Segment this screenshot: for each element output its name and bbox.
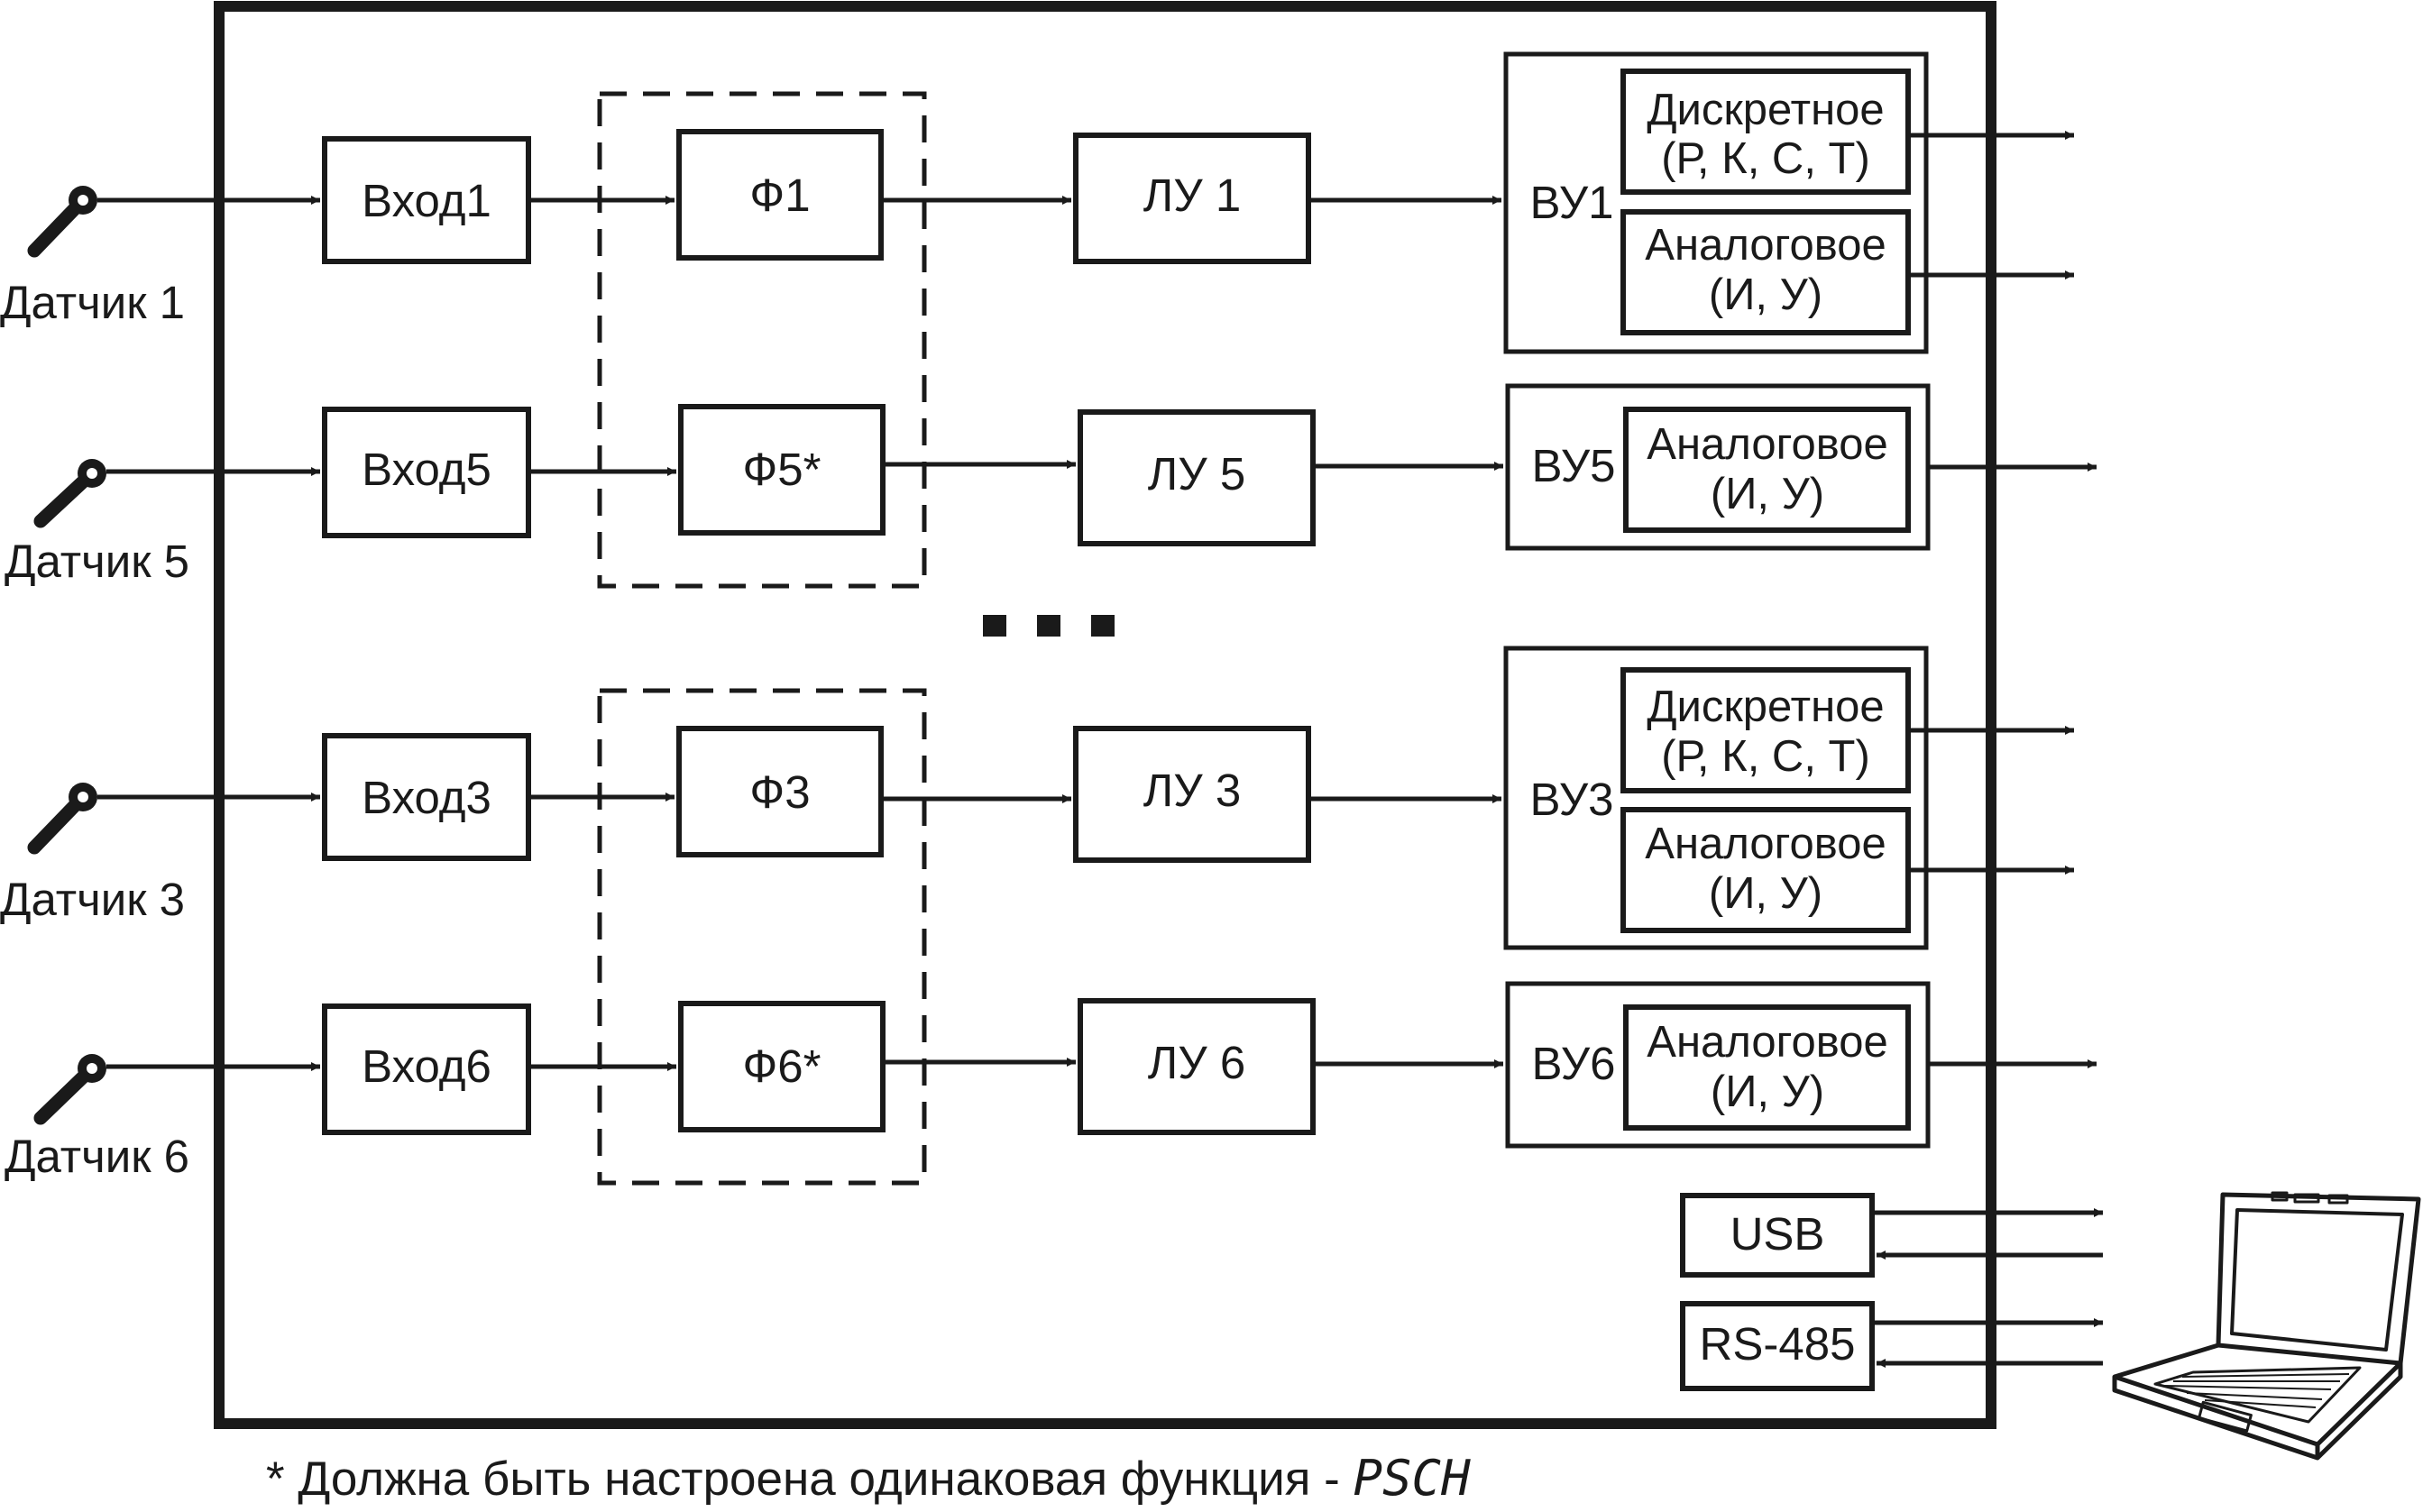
svg-text:Вход3: Вход3: [362, 772, 491, 823]
svg-text:Аналоговое: Аналоговое: [1647, 1018, 1887, 1067]
output-3-analog-box: Аналоговое (И, У): [1620, 807, 1911, 933]
svg-text:ЛУ 3: ЛУ 3: [1143, 765, 1241, 816]
channel-row-1: Датчик 1 Вход1 Ф1 ЛУ 1 ВУ1 Дискретное (Р…: [0, 51, 2074, 354]
output-unit-5-box: ВУ5 Аналоговое (И, У): [1505, 383, 1931, 551]
svg-text:(Р, К, С, Т): (Р, К, С, Т): [1661, 732, 1870, 781]
svg-text:Аналоговое: Аналоговое: [1647, 420, 1887, 469]
svg-text:Вход5: Вход5: [362, 444, 491, 495]
input-5-box: Вход5: [322, 407, 531, 538]
svg-text:Ф3: Ф3: [749, 766, 810, 818]
output-1-discrete-box: Дискретное (Р, К, С, Т): [1620, 69, 1911, 195]
output-6-analog-box: Аналоговое (И, У): [1623, 1004, 1911, 1131]
usb-interface: USB: [1680, 1193, 2103, 1278]
svg-text:Аналоговое: Аналоговое: [1645, 221, 1886, 270]
footnote: * Должна быть настроена одинаковая функц…: [266, 1450, 1471, 1507]
input-3-box: Вход3: [322, 733, 531, 861]
svg-text:USB: USB: [1730, 1208, 1825, 1260]
logic-unit-6-box: ЛУ 6: [1078, 998, 1316, 1135]
sensor-3-icon: [27, 783, 97, 855]
svg-text:ВУ5: ВУ5: [1531, 440, 1615, 491]
svg-text:Дискретное: Дискретное: [1647, 683, 1884, 731]
svg-text:Аналоговое: Аналоговое: [1645, 820, 1886, 868]
input-6-box: Вход6: [322, 1003, 531, 1135]
footnote-code: PSCH: [1354, 1450, 1472, 1507]
sensor-5-label: Датчик 5: [5, 536, 189, 587]
logic-unit-5-box: ЛУ 5: [1078, 409, 1316, 546]
svg-text:ВУ6: ВУ6: [1531, 1038, 1615, 1089]
sensor-6-label: Датчик 6: [5, 1131, 189, 1182]
svg-text:ВУ3: ВУ3: [1529, 774, 1613, 825]
svg-text:(И, У): (И, У): [1709, 869, 1822, 918]
function-group-1-5-dashed: [597, 91, 927, 589]
svg-text:ВУ1: ВУ1: [1529, 177, 1613, 228]
continuation-dots: [983, 615, 1115, 637]
laptop-icon: [2112, 1191, 2421, 1461]
svg-text:(И, У): (И, У): [1711, 1068, 1824, 1116]
svg-text:ЛУ 1: ЛУ 1: [1143, 170, 1241, 221]
output-unit-3-box: ВУ3 Дискретное (Р, К, С, Т) Аналоговое (…: [1503, 646, 1929, 950]
svg-text:(И, У): (И, У): [1711, 470, 1824, 518]
svg-text:ЛУ 5: ЛУ 5: [1148, 448, 1245, 499]
input-1-box: Вход1: [322, 136, 531, 264]
svg-text:Ф6*: Ф6*: [743, 1040, 821, 1092]
svg-text:(Р, К, С, Т): (Р, К, С, Т): [1661, 134, 1870, 183]
channel-row-4: Датчик 6 Вход6 Ф6* ЛУ 6 ВУ6 Аналоговое (…: [5, 981, 2097, 1182]
sensor-6-icon: [33, 1054, 106, 1125]
sensor-5-icon: [33, 459, 106, 528]
sensor-1-label: Датчик 1: [0, 277, 185, 328]
output-3-discrete-box: Дискретное (Р, К, С, Т): [1620, 667, 1911, 793]
function-1-box: Ф1: [676, 129, 884, 261]
sensor-3-label: Датчик 3: [0, 874, 185, 925]
logic-unit-3-box: ЛУ 3: [1073, 726, 1311, 863]
output-5-analog-box: Аналоговое (И, У): [1623, 407, 1911, 533]
svg-text:Дискретное: Дискретное: [1647, 86, 1884, 134]
logic-unit-1-box: ЛУ 1: [1073, 133, 1311, 264]
device-frame: [214, 1, 1996, 1429]
output-unit-1-box: ВУ1 Дискретное (Р, К, С, Т) Аналоговое (…: [1503, 51, 1929, 354]
function-3-box: Ф3: [676, 726, 884, 857]
sensor-1-icon: [27, 186, 97, 258]
function-group-3-6-dashed: [597, 688, 927, 1186]
svg-text:Ф1: Ф1: [749, 170, 810, 221]
channel-row-2: Датчик 5 Вход5 Ф5* ЛУ 5 ВУ5 Аналоговое (…: [5, 383, 2097, 587]
svg-text:Ф5*: Ф5*: [743, 444, 821, 495]
rs485-interface: RS-485: [1680, 1301, 2103, 1391]
function-5-box: Ф5*: [678, 404, 886, 536]
svg-text:ЛУ 6: ЛУ 6: [1148, 1037, 1245, 1088]
svg-text:RS-485: RS-485: [1700, 1318, 1856, 1370]
function-6-box: Ф6*: [678, 1001, 886, 1132]
output-1-analog-box: Аналоговое (И, У): [1620, 209, 1911, 335]
svg-text:(И, У): (И, У): [1709, 270, 1822, 319]
svg-text:Вход6: Вход6: [362, 1040, 491, 1092]
svg-text:Вход1: Вход1: [362, 175, 491, 226]
channel-row-3: Датчик 3 Вход3 Ф3 ЛУ 3 ВУ3 Дискретное (Р…: [0, 646, 2074, 950]
footnote-text: * Должна быть настроена одинаковая функц…: [266, 1452, 1354, 1506]
output-unit-6-box: ВУ6 Аналоговое (И, У): [1505, 981, 1931, 1149]
